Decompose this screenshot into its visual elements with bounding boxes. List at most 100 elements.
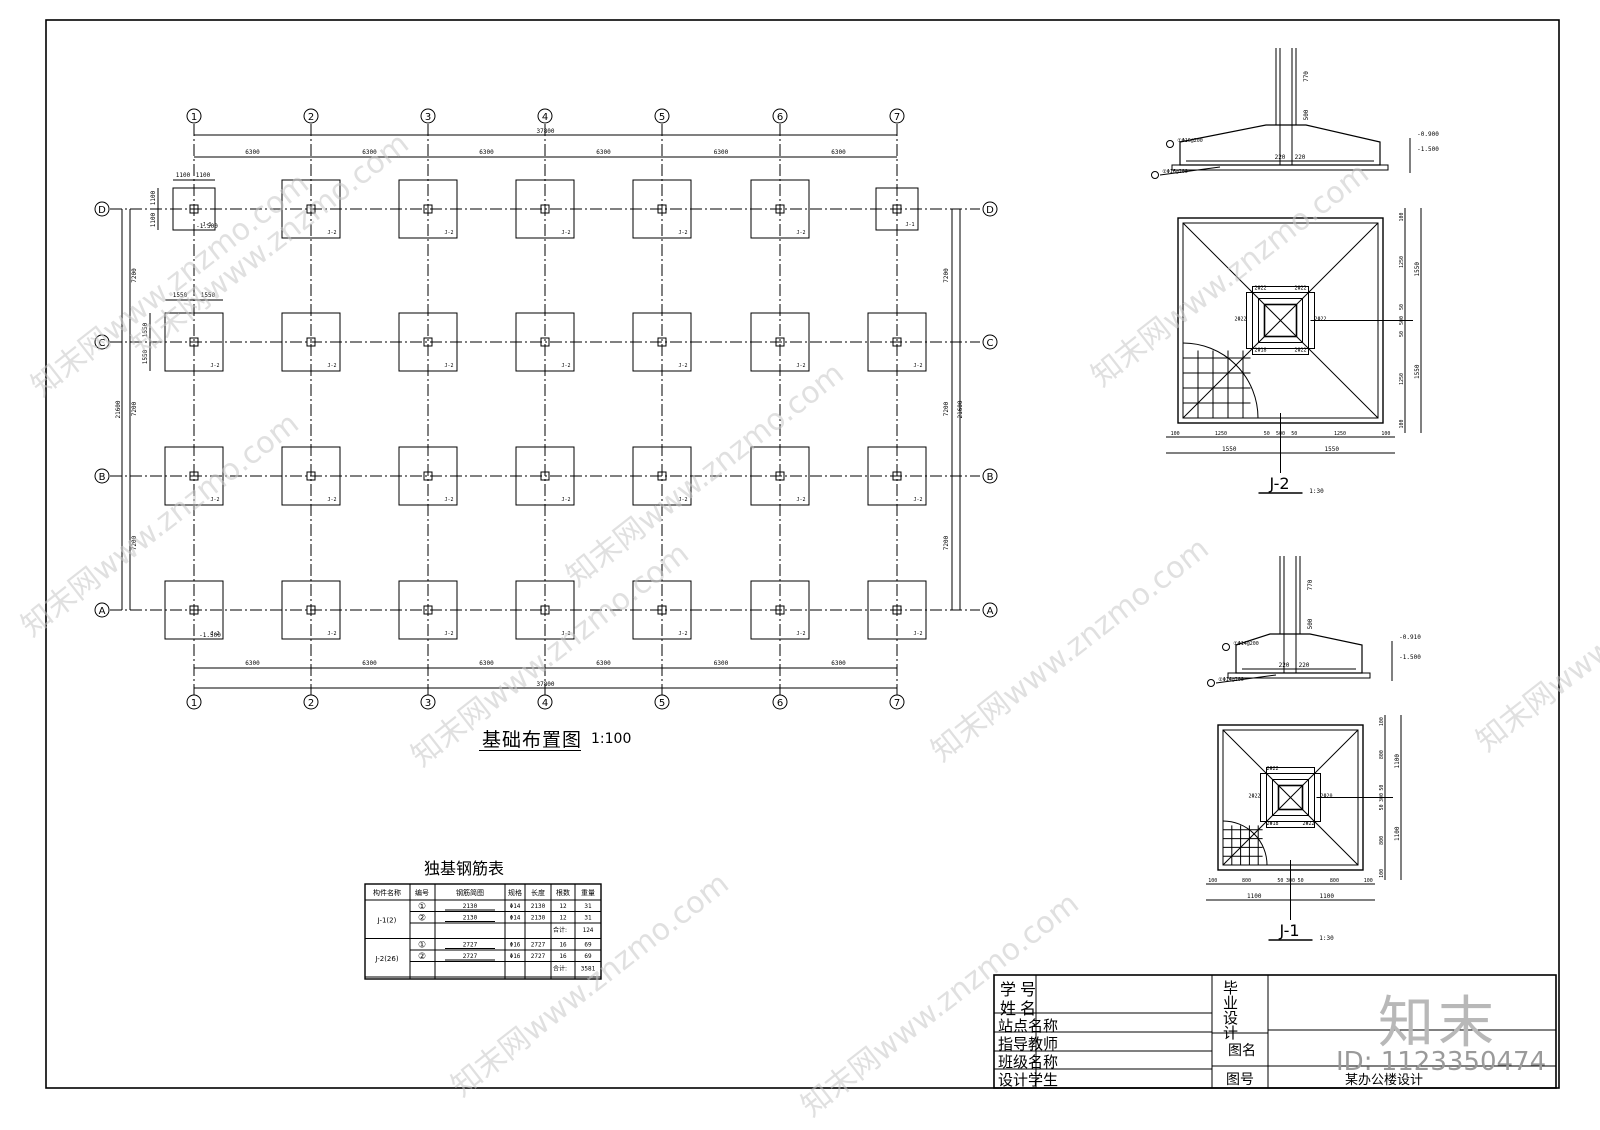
footing-j2 bbox=[632, 312, 692, 372]
footing-label: J-1 bbox=[202, 222, 211, 228]
table-cell: 12 bbox=[559, 915, 567, 922]
dim-text-h: 800 bbox=[1330, 878, 1339, 884]
axis-bubble-col bbox=[772, 108, 788, 124]
table-cell: Φ16 bbox=[510, 953, 521, 960]
footing-j2 bbox=[398, 580, 458, 640]
elev-text: -0.910 bbox=[1399, 634, 1421, 641]
dim-text-row: 7200 bbox=[131, 535, 138, 550]
bar-callout: 2Φ22 bbox=[1234, 317, 1246, 323]
dim-text-bay: 6300 bbox=[245, 149, 260, 156]
callout-bubble bbox=[1222, 643, 1230, 651]
dim-text-total: 1550 bbox=[1222, 446, 1237, 453]
dim-text-h: 100 bbox=[1171, 431, 1180, 437]
bar-callout: 2Φ18 bbox=[1254, 348, 1266, 354]
table-cell: Φ14 bbox=[510, 903, 521, 910]
dim-text-bay: 6300 bbox=[714, 149, 729, 156]
elev-text: -1.500 bbox=[1417, 146, 1439, 153]
dim-text-total: 1550 bbox=[1414, 364, 1421, 379]
column-stub bbox=[306, 605, 316, 615]
footing-label: J-2 bbox=[796, 631, 805, 637]
detail-label: J-1 bbox=[1278, 921, 1299, 940]
dim-text-row: 7200 bbox=[131, 401, 138, 416]
tb-site-name: 站点名称 bbox=[998, 1017, 1059, 1035]
axis-label-col: 7 bbox=[894, 698, 900, 709]
table-cell: 69 bbox=[584, 942, 592, 949]
blinding-layer bbox=[1171, 164, 1389, 171]
stirrup-outline bbox=[1252, 286, 1309, 355]
axis-label-row: A bbox=[99, 606, 106, 617]
footing-j2 bbox=[398, 312, 458, 372]
footing-j2 bbox=[750, 580, 810, 640]
table-cell: 12 bbox=[559, 903, 567, 910]
table-subtotal: 3581 bbox=[581, 966, 596, 973]
footing-j2 bbox=[164, 312, 224, 372]
dim-text-v: 800 bbox=[1379, 836, 1385, 845]
dim-text-h: 1250 bbox=[1215, 431, 1227, 437]
dim-text-h: 100 bbox=[1381, 431, 1390, 437]
table-cell: 69 bbox=[584, 953, 592, 960]
dim-text-v: 50 bbox=[1379, 804, 1385, 810]
corner-dim-text: 1100 bbox=[150, 212, 157, 227]
callout-bubble bbox=[1151, 171, 1159, 179]
axis-bubble-row bbox=[94, 602, 110, 618]
column-plan bbox=[1263, 303, 1298, 338]
column-stub bbox=[775, 605, 785, 615]
dim-text-total-x: 37800 bbox=[536, 128, 554, 135]
dim-text-total-x: 37800 bbox=[536, 681, 554, 688]
dim-text-bay: 6300 bbox=[714, 660, 729, 667]
column-plan bbox=[1277, 784, 1304, 811]
footing-label: J-2 bbox=[913, 363, 922, 369]
diag-line bbox=[1182, 222, 1379, 419]
column-stub bbox=[657, 471, 667, 481]
footing-j2 bbox=[750, 312, 810, 372]
footing-j2 bbox=[632, 580, 692, 640]
column-stub bbox=[775, 471, 785, 481]
dim-text-v: 50 bbox=[1379, 785, 1385, 791]
footing-j2 bbox=[750, 179, 810, 239]
dim-text-h: 50 bbox=[1298, 878, 1304, 884]
axis-bubble-col bbox=[889, 694, 905, 710]
column-stub bbox=[657, 337, 667, 347]
footing-j2 bbox=[281, 179, 341, 239]
dim-text-h: 100 bbox=[1364, 878, 1373, 884]
brand-logo: 知末 bbox=[1378, 991, 1498, 1056]
table-group-name: J-2(26) bbox=[374, 955, 398, 963]
footing-label: J-2 bbox=[561, 363, 570, 369]
dim-text-v: 100 bbox=[1379, 717, 1385, 726]
footing-j2 bbox=[867, 580, 927, 640]
dim-text-v: 50 bbox=[1399, 331, 1405, 337]
column-stub bbox=[892, 605, 902, 615]
axis-label-row: B bbox=[99, 472, 106, 483]
dim-text-bay: 6300 bbox=[479, 149, 494, 156]
dim-text-row: 7200 bbox=[943, 401, 950, 416]
footing-label: J-2 bbox=[913, 497, 922, 503]
dim-text-v: 1250 bbox=[1399, 256, 1405, 268]
tb-designer: 设计学生 bbox=[998, 1071, 1059, 1089]
column-stub bbox=[892, 471, 902, 481]
corner-dim-text: 1550 bbox=[201, 292, 216, 299]
footing-label: J-2 bbox=[327, 631, 336, 637]
table-cell: Φ16 bbox=[510, 942, 521, 949]
elev-text: -0.900 bbox=[1417, 131, 1439, 138]
bar-callout: 2Φ18 bbox=[1266, 821, 1278, 827]
footing-j2 bbox=[164, 580, 224, 640]
dim-text-h: 50 bbox=[1277, 878, 1283, 884]
column-stub bbox=[423, 605, 433, 615]
footing-j2 bbox=[281, 446, 341, 506]
table-cell: 2727 bbox=[463, 942, 478, 949]
pedestal-plan bbox=[1258, 298, 1303, 343]
dim-text-total: 1550 bbox=[1414, 262, 1421, 277]
footing-label: J-2 bbox=[678, 497, 687, 503]
axis-label-row: C bbox=[99, 338, 106, 349]
corner-dim-text: 1100 bbox=[196, 172, 211, 179]
table-cell: 16 bbox=[559, 942, 567, 949]
axis-label-col: 2 bbox=[308, 112, 314, 123]
dim-text-total: 1100 bbox=[1394, 826, 1401, 841]
column-stub bbox=[423, 471, 433, 481]
rebar-table-title: 独基钢筋表 bbox=[424, 859, 505, 878]
dim-text-row: 7200 bbox=[131, 268, 138, 283]
dim-text-v: 50 bbox=[1399, 304, 1405, 310]
table-cell: 2130 bbox=[531, 915, 546, 922]
